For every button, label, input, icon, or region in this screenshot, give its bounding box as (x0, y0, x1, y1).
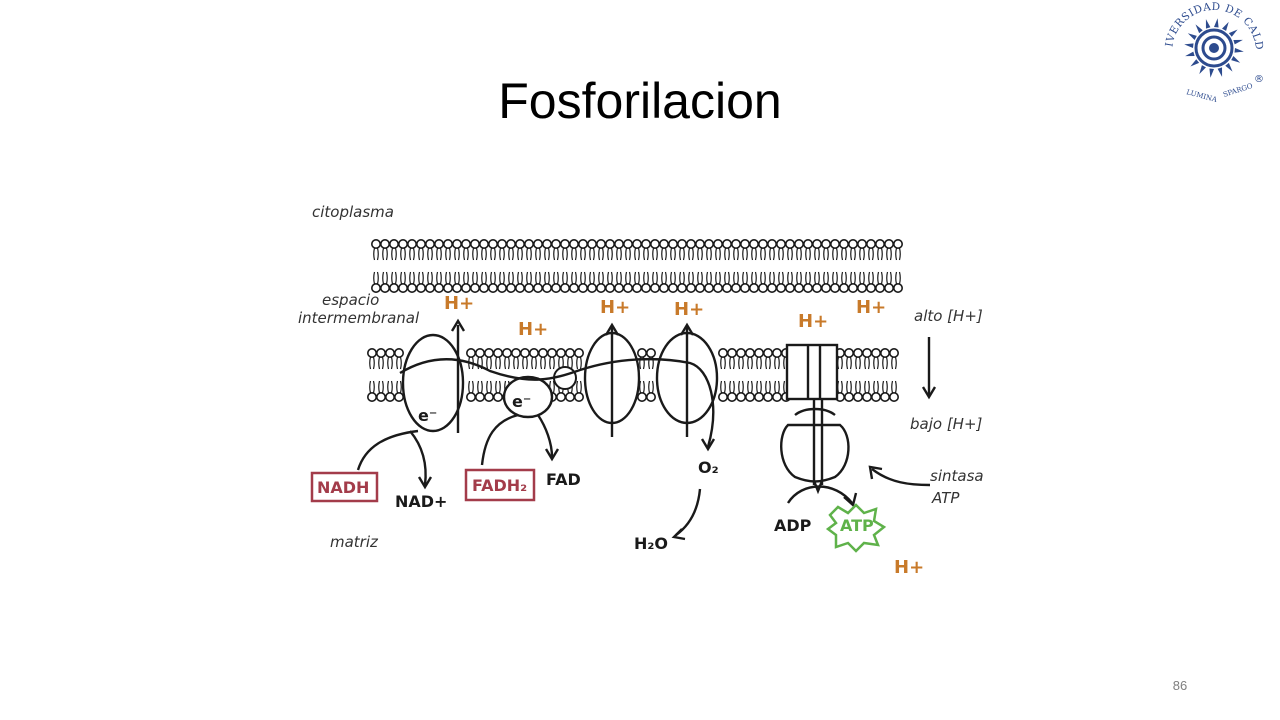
h-plus-complex-i: H+ (444, 293, 474, 314)
page-title: Fosforilacion (498, 73, 782, 129)
label-matriz: matriz (330, 533, 379, 551)
fad-arrowhead (544, 448, 560, 462)
label-alto: alto [H+] (914, 307, 983, 325)
o2-arrowhead (700, 438, 716, 452)
label-atp-synthase: ATP (931, 489, 960, 507)
complex-iv-arrowhead (679, 322, 695, 336)
nadh-box (310, 471, 379, 503)
label-citoplasma: citoplasma (312, 203, 394, 221)
logo-motto-right: SPARGO (1222, 82, 1254, 99)
label-intermembranal: intermembranal (298, 309, 420, 327)
outer-lipid-bilayer (371, 238, 903, 294)
o2-to-h2o-arrow (675, 488, 702, 536)
h-plus-gap: H+ (518, 319, 548, 340)
electron-complex-ii: e⁻ (512, 392, 531, 411)
label-adp: ADP (774, 516, 812, 535)
complex-ii (502, 375, 554, 419)
logo-arc-text: UNIVERSIDAD DE CALDAS (1158, 2, 1265, 51)
h-plus-complex-iii: H+ (600, 297, 630, 318)
atp-synthase-channel (785, 343, 839, 401)
fadh2-arrow (480, 413, 519, 466)
nad-arrowhead (417, 476, 433, 490)
label-sintasa: sintasa (930, 467, 984, 485)
electron-complex-i: e⁻ (418, 406, 437, 425)
logo-sun-emblem (1184, 18, 1244, 78)
label-fadh2: FADH₂ (472, 476, 527, 495)
label-atp: ATP (840, 516, 874, 535)
label-espacio: espacio (322, 291, 379, 309)
label-h2o: H₂O (634, 534, 668, 553)
university-logo: UNIVERSIDAD DE CALDAS LUMINA SPARGO ® (1158, 2, 1265, 102)
complex-iii-arrowhead (604, 322, 620, 336)
label-fad: FAD (546, 470, 581, 489)
atp-burst (825, 503, 887, 553)
label-bajo: bajo [H+] (910, 415, 983, 433)
oxidative-phosphorylation-diagram: citoplasma espacio intermembranal matriz… (298, 203, 984, 578)
label-o2: O₂ (698, 458, 719, 477)
adp-to-atp-arrow (786, 485, 853, 504)
synthase-pointer (871, 468, 931, 487)
fadh2-box (464, 468, 536, 502)
h-plus-synthase: H+ (798, 311, 828, 332)
label-nad-plus: NAD+ (395, 492, 447, 511)
h-plus-matrix: H+ (894, 557, 924, 578)
complex-i-arrowhead (450, 318, 466, 332)
electron-transport-path (399, 357, 715, 448)
label-nadh: NADH (317, 478, 369, 497)
page-number: 86 (1172, 678, 1188, 693)
logo-motto-left: LUMINA (1185, 88, 1218, 102)
logo-registered-mark: ® (1254, 74, 1264, 85)
nadh-arrow (356, 429, 419, 471)
h-plus-complex-iv: H+ (674, 299, 704, 320)
h-plus-space: H+ (856, 297, 886, 318)
